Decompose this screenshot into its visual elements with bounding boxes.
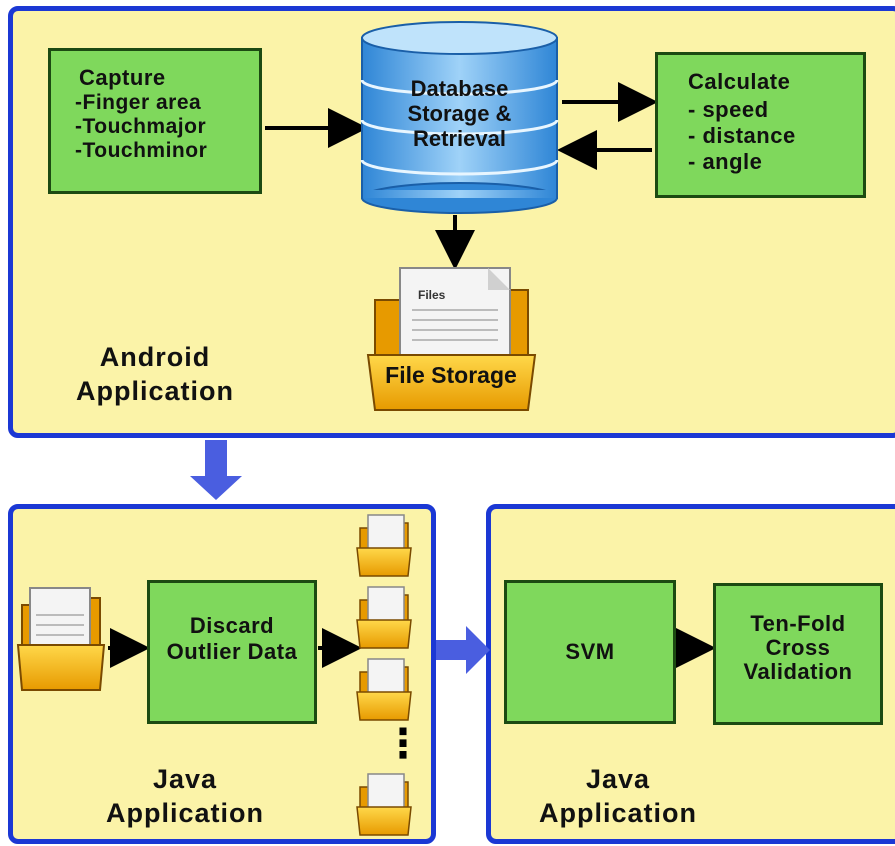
- arrow-android-to-java: [190, 440, 242, 500]
- database-line-1: Database: [410, 76, 509, 101]
- capture-item-touchmajor: -Touchmajor: [75, 115, 207, 138]
- calculate-box: Calculate - speed - distance - angle: [655, 52, 866, 198]
- calculate-item-angle: - angle: [688, 149, 763, 174]
- svm-box: SVM: [504, 580, 676, 724]
- java-right-line-2: Application: [539, 798, 697, 828]
- database-label: Database Storage & Retrieval: [362, 76, 557, 151]
- calculate-item-speed: - speed: [688, 97, 769, 122]
- output-folder-icon-3: [356, 658, 412, 721]
- database-icon: [360, 21, 559, 214]
- database-line-2: Storage &: [407, 101, 512, 126]
- java-left-line-2: Application: [106, 798, 264, 828]
- database-line-3: Retrieval: [413, 126, 506, 151]
- arrow-java-to-java: [436, 626, 490, 674]
- tenfold-line-1: Ten-Fold: [750, 611, 846, 636]
- ellipsis: ⋮: [383, 722, 423, 766]
- android-label-line-2: Application: [76, 376, 234, 406]
- output-folder-icon-2: [356, 586, 412, 649]
- java-application-label-right: Java Application: [523, 762, 713, 830]
- discard-line-2: Outlier Data: [166, 639, 298, 664]
- java-application-label-left: Java Application: [90, 762, 280, 830]
- file-storage-folder-icon: [366, 267, 537, 411]
- calculate-item-distance: - distance: [688, 123, 796, 148]
- discard-line-1: Discard: [189, 613, 275, 638]
- svm-label: SVM: [565, 639, 615, 664]
- capture-box: Capture -Finger area -Touchmajor -Touchm…: [48, 48, 262, 194]
- output-folder-icon-4: [356, 773, 412, 836]
- discard-box: Discard Outlier Data: [147, 580, 317, 724]
- tenfold-box: Ten-Fold Cross Validation: [713, 583, 883, 725]
- capture-item-finger-area: -Finger area: [75, 91, 202, 114]
- java-left-line-1: Java: [152, 764, 218, 794]
- tenfold-line-2: Cross: [765, 635, 831, 660]
- capture-title: Capture: [79, 65, 166, 90]
- file-doc-title: Files: [418, 288, 446, 302]
- input-folder-icon: [16, 587, 106, 691]
- file-storage-label: File Storage: [385, 362, 517, 388]
- capture-item-touchminor: -Touchminor: [75, 139, 208, 162]
- android-label-line-1: Android: [99, 342, 211, 372]
- android-application-label: Android Application: [60, 340, 250, 408]
- tenfold-line-3: Validation: [743, 659, 853, 684]
- java-right-line-1: Java: [585, 764, 651, 794]
- calculate-title: Calculate: [688, 69, 791, 94]
- output-folder-icon-1: [356, 514, 412, 577]
